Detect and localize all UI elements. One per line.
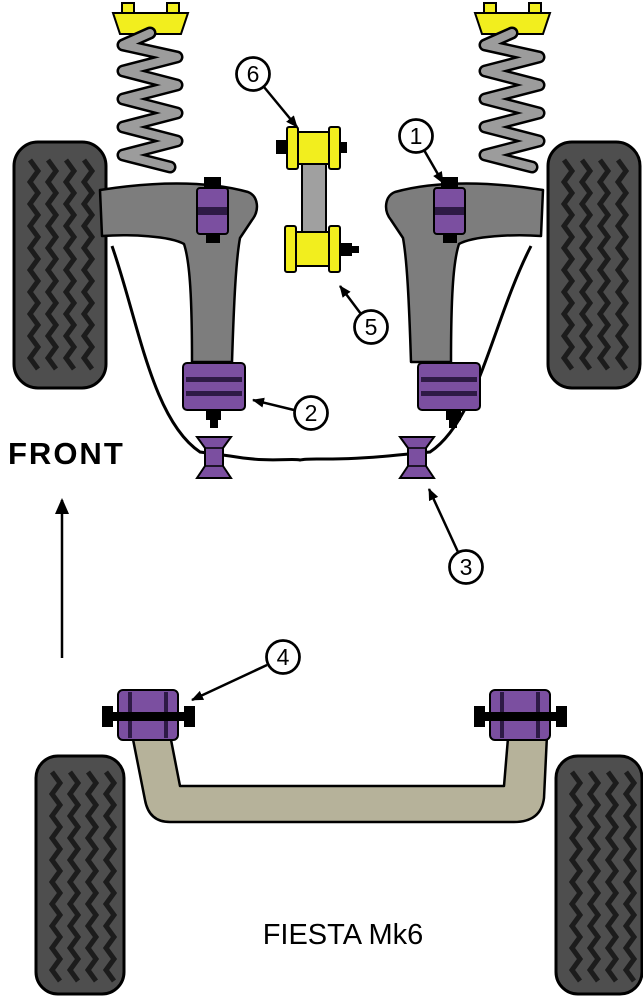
callout-circle xyxy=(265,639,301,675)
callout-arrow xyxy=(422,149,445,184)
front-wheel-left xyxy=(12,140,108,390)
callout-1: 1 xyxy=(398,118,445,184)
strut-top-body xyxy=(473,12,552,35)
arb-bush-left xyxy=(195,436,233,479)
callout-6: 6 xyxy=(235,56,298,128)
callout-5: 5 xyxy=(339,285,389,345)
callout-number: 4 xyxy=(277,644,290,670)
rear-beam-bush-right xyxy=(474,689,567,741)
coil-spring-right xyxy=(478,26,546,174)
link-bush-upper xyxy=(276,126,347,170)
anti-roll-bar xyxy=(110,245,533,462)
callout-number: 1 xyxy=(410,123,423,149)
callout-arrow xyxy=(427,488,460,553)
strut-top-body xyxy=(111,12,190,35)
callout-number: 6 xyxy=(247,61,260,87)
front-direction: FRONT xyxy=(8,436,125,658)
callout-arrow xyxy=(191,663,268,702)
front-label: FRONT xyxy=(8,436,125,471)
arm-rear-bush-left xyxy=(182,362,246,428)
arm-rear-bush-right xyxy=(417,362,481,428)
callout-number: 2 xyxy=(305,400,318,426)
callout-circle xyxy=(235,56,271,92)
control-arm-right xyxy=(384,182,545,364)
callout-circle xyxy=(398,118,434,154)
arm-front-bush-right xyxy=(433,177,466,243)
callout-arrow xyxy=(252,397,295,412)
front-wheel-right xyxy=(546,140,642,390)
callout-2: 2 xyxy=(252,395,329,431)
front-suspension xyxy=(12,2,642,479)
callout-circle xyxy=(448,549,484,585)
callout-number: 3 xyxy=(460,554,473,580)
rear-beam xyxy=(126,712,550,824)
callout-4: 4 xyxy=(191,639,301,702)
engine-link xyxy=(276,126,359,273)
link-bush-lower xyxy=(284,225,359,273)
rear-wheel-right xyxy=(554,754,643,996)
strut-top-mount-right xyxy=(473,2,552,35)
control-arm-left xyxy=(98,182,259,364)
callout-number: 5 xyxy=(365,314,378,340)
callout-3: 3 xyxy=(427,488,484,585)
callout-arrow xyxy=(339,285,362,315)
callout-circle xyxy=(353,309,389,345)
arb-bush-right xyxy=(398,436,436,479)
arm-front-bush-left xyxy=(196,177,229,243)
rear-axle xyxy=(34,689,643,996)
rear-beam-bush-left xyxy=(102,689,195,741)
strut-top-mount-left xyxy=(111,2,190,35)
rear-wheel-left xyxy=(34,754,126,996)
coil-spring-left xyxy=(116,26,184,174)
model-label: FIESTA Mk6 xyxy=(263,919,424,951)
callout-circle xyxy=(293,395,329,431)
callout-arrow xyxy=(263,86,298,128)
